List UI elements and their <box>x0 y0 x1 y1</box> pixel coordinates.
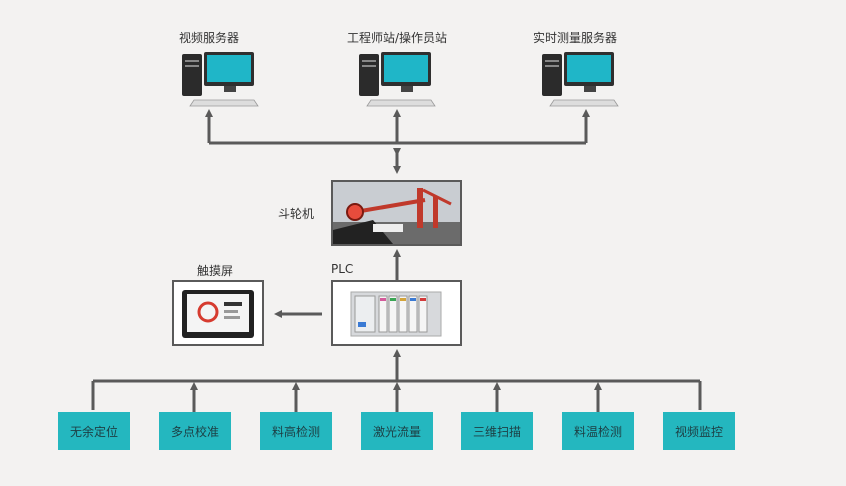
measure-server-label: 实时测量服务器 <box>532 31 617 45</box>
desktop-computer-icon <box>540 50 620 112</box>
sensor-box: 三维扫描 <box>461 412 533 450</box>
desktop-computer-icon <box>357 50 437 112</box>
video-server-label: 视频服务器 <box>178 31 239 45</box>
engineer-station-label: 工程师站/操作员站 <box>346 31 448 45</box>
sensor-box: 激光流量 <box>361 412 433 450</box>
machine-label: 斗轮机 <box>278 207 315 221</box>
sensor-box: 料高检测 <box>260 412 332 450</box>
sensor-box: 无余定位 <box>58 412 130 450</box>
touchscreen-label: 触摸屏 <box>197 264 234 278</box>
sensor-box: 料温检测 <box>562 412 634 450</box>
bucket-wheel-machine-photo <box>331 180 462 246</box>
plc-rack-photo <box>331 280 462 346</box>
plc-label: PLC <box>331 262 354 276</box>
sensor-box: 多点校准 <box>159 412 231 450</box>
touch-panel-photo <box>172 280 264 346</box>
desktop-computer-icon <box>180 50 260 112</box>
sensor-box: 视频监控 <box>663 412 735 450</box>
